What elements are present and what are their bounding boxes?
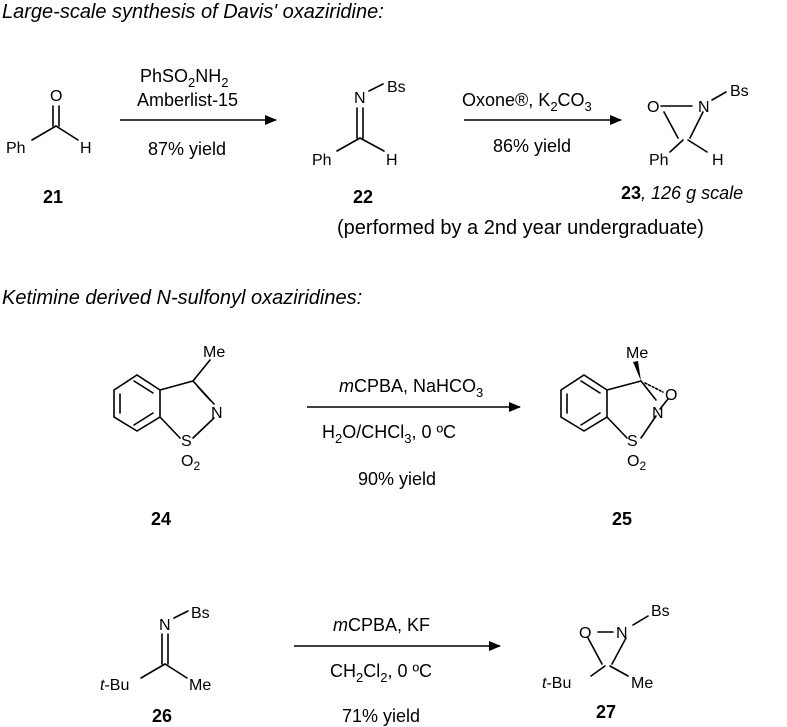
- atom-tert-butyl: t-Bu: [100, 677, 129, 694]
- compound-25-structure: Me O N S O2: [560, 345, 677, 473]
- atom-nitrogen: N: [698, 99, 710, 116]
- atom-nitrogen: N: [354, 90, 366, 107]
- atom-methyl: Me: [626, 345, 648, 362]
- atom-oxygen: O: [579, 625, 591, 642]
- compound-26-structure: N Bs t-Bu Me: [100, 605, 211, 694]
- atom-nitrogen: N: [616, 625, 628, 642]
- atom-nitrogen: N: [211, 405, 223, 422]
- atom-hydrogen: H: [712, 152, 724, 169]
- compound-label-23: 23, 126 g scale: [621, 183, 743, 203]
- reagent-r3-line2: H2O/CHCl3, 0 ºC: [322, 422, 456, 446]
- reagent-r1-line2: Amberlist-15: [137, 90, 238, 110]
- footnote-undergraduate: (performed by a 2nd year undergraduate): [337, 217, 704, 239]
- atom-methyl: Me: [189, 677, 211, 694]
- atom-methyl: Me: [631, 675, 653, 692]
- compound-24-structure: Me N S O2: [113, 344, 225, 473]
- atom-bs-group: Bs: [387, 79, 406, 96]
- compound-label-24: 24: [151, 509, 171, 529]
- atom-bs-group: Bs: [730, 83, 749, 100]
- reagent-r2-line1: Oxone®, K2CO3: [462, 90, 592, 114]
- atom-sulfur: S: [627, 433, 638, 450]
- atom-phenyl: Ph: [312, 152, 332, 169]
- compound-label-25: 25: [612, 509, 632, 529]
- yield-r4: 71% yield: [342, 706, 420, 726]
- atom-oxygen: O: [665, 387, 677, 404]
- compound-label-26: 26: [152, 706, 172, 726]
- compound-23-structure: O N Bs Ph H: [647, 83, 749, 169]
- reagent-r4-line2: CH2Cl2, 0 ºC: [330, 661, 432, 685]
- atom-tert-butyl: t-Bu: [542, 675, 571, 692]
- atom-phenyl: Ph: [649, 152, 669, 169]
- yield-r3: 90% yield: [358, 469, 436, 489]
- atom-sulfonyl-oxygens: O2: [627, 453, 646, 473]
- compound-21-structure: O Ph H: [6, 88, 92, 157]
- atom-oxygen: O: [50, 88, 62, 105]
- atom-hydrogen: H: [386, 152, 398, 169]
- yield-r2: 86% yield: [493, 136, 571, 156]
- atom-sulfur: S: [181, 433, 192, 450]
- reagent-r4-line1: mCPBA, KF: [333, 615, 430, 635]
- atom-phenyl: Ph: [6, 140, 26, 157]
- atom-nitrogen: N: [159, 617, 171, 634]
- reagent-r1-line1: PhSO2NH2: [140, 66, 229, 90]
- compound-label-22: 22: [353, 187, 373, 207]
- compound-label-21: 21: [43, 187, 63, 207]
- compound-22-structure: N Bs Ph H: [312, 79, 406, 169]
- atom-oxygen: O: [647, 99, 659, 116]
- section-header-davis: Large-scale synthesis of Davis' oxazirid…: [2, 1, 384, 23]
- compound-label-27: 27: [596, 702, 616, 722]
- section-header-ketimine: Ketimine derived N-sulfonyl oxaziridines…: [2, 287, 362, 309]
- compound-27-structure: O N Bs t-Bu Me: [542, 603, 670, 692]
- yield-r1: 87% yield: [148, 139, 226, 159]
- atom-sulfonyl-oxygens: O2: [181, 453, 200, 473]
- atom-methyl: Me: [203, 344, 225, 361]
- atom-nitrogen: N: [652, 405, 664, 422]
- reagent-r3-line1: mCPBA, NaHCO3: [339, 376, 483, 400]
- atom-hydrogen: H: [80, 140, 92, 157]
- atom-bs-group: Bs: [191, 605, 210, 622]
- atom-bs-group: Bs: [651, 603, 670, 620]
